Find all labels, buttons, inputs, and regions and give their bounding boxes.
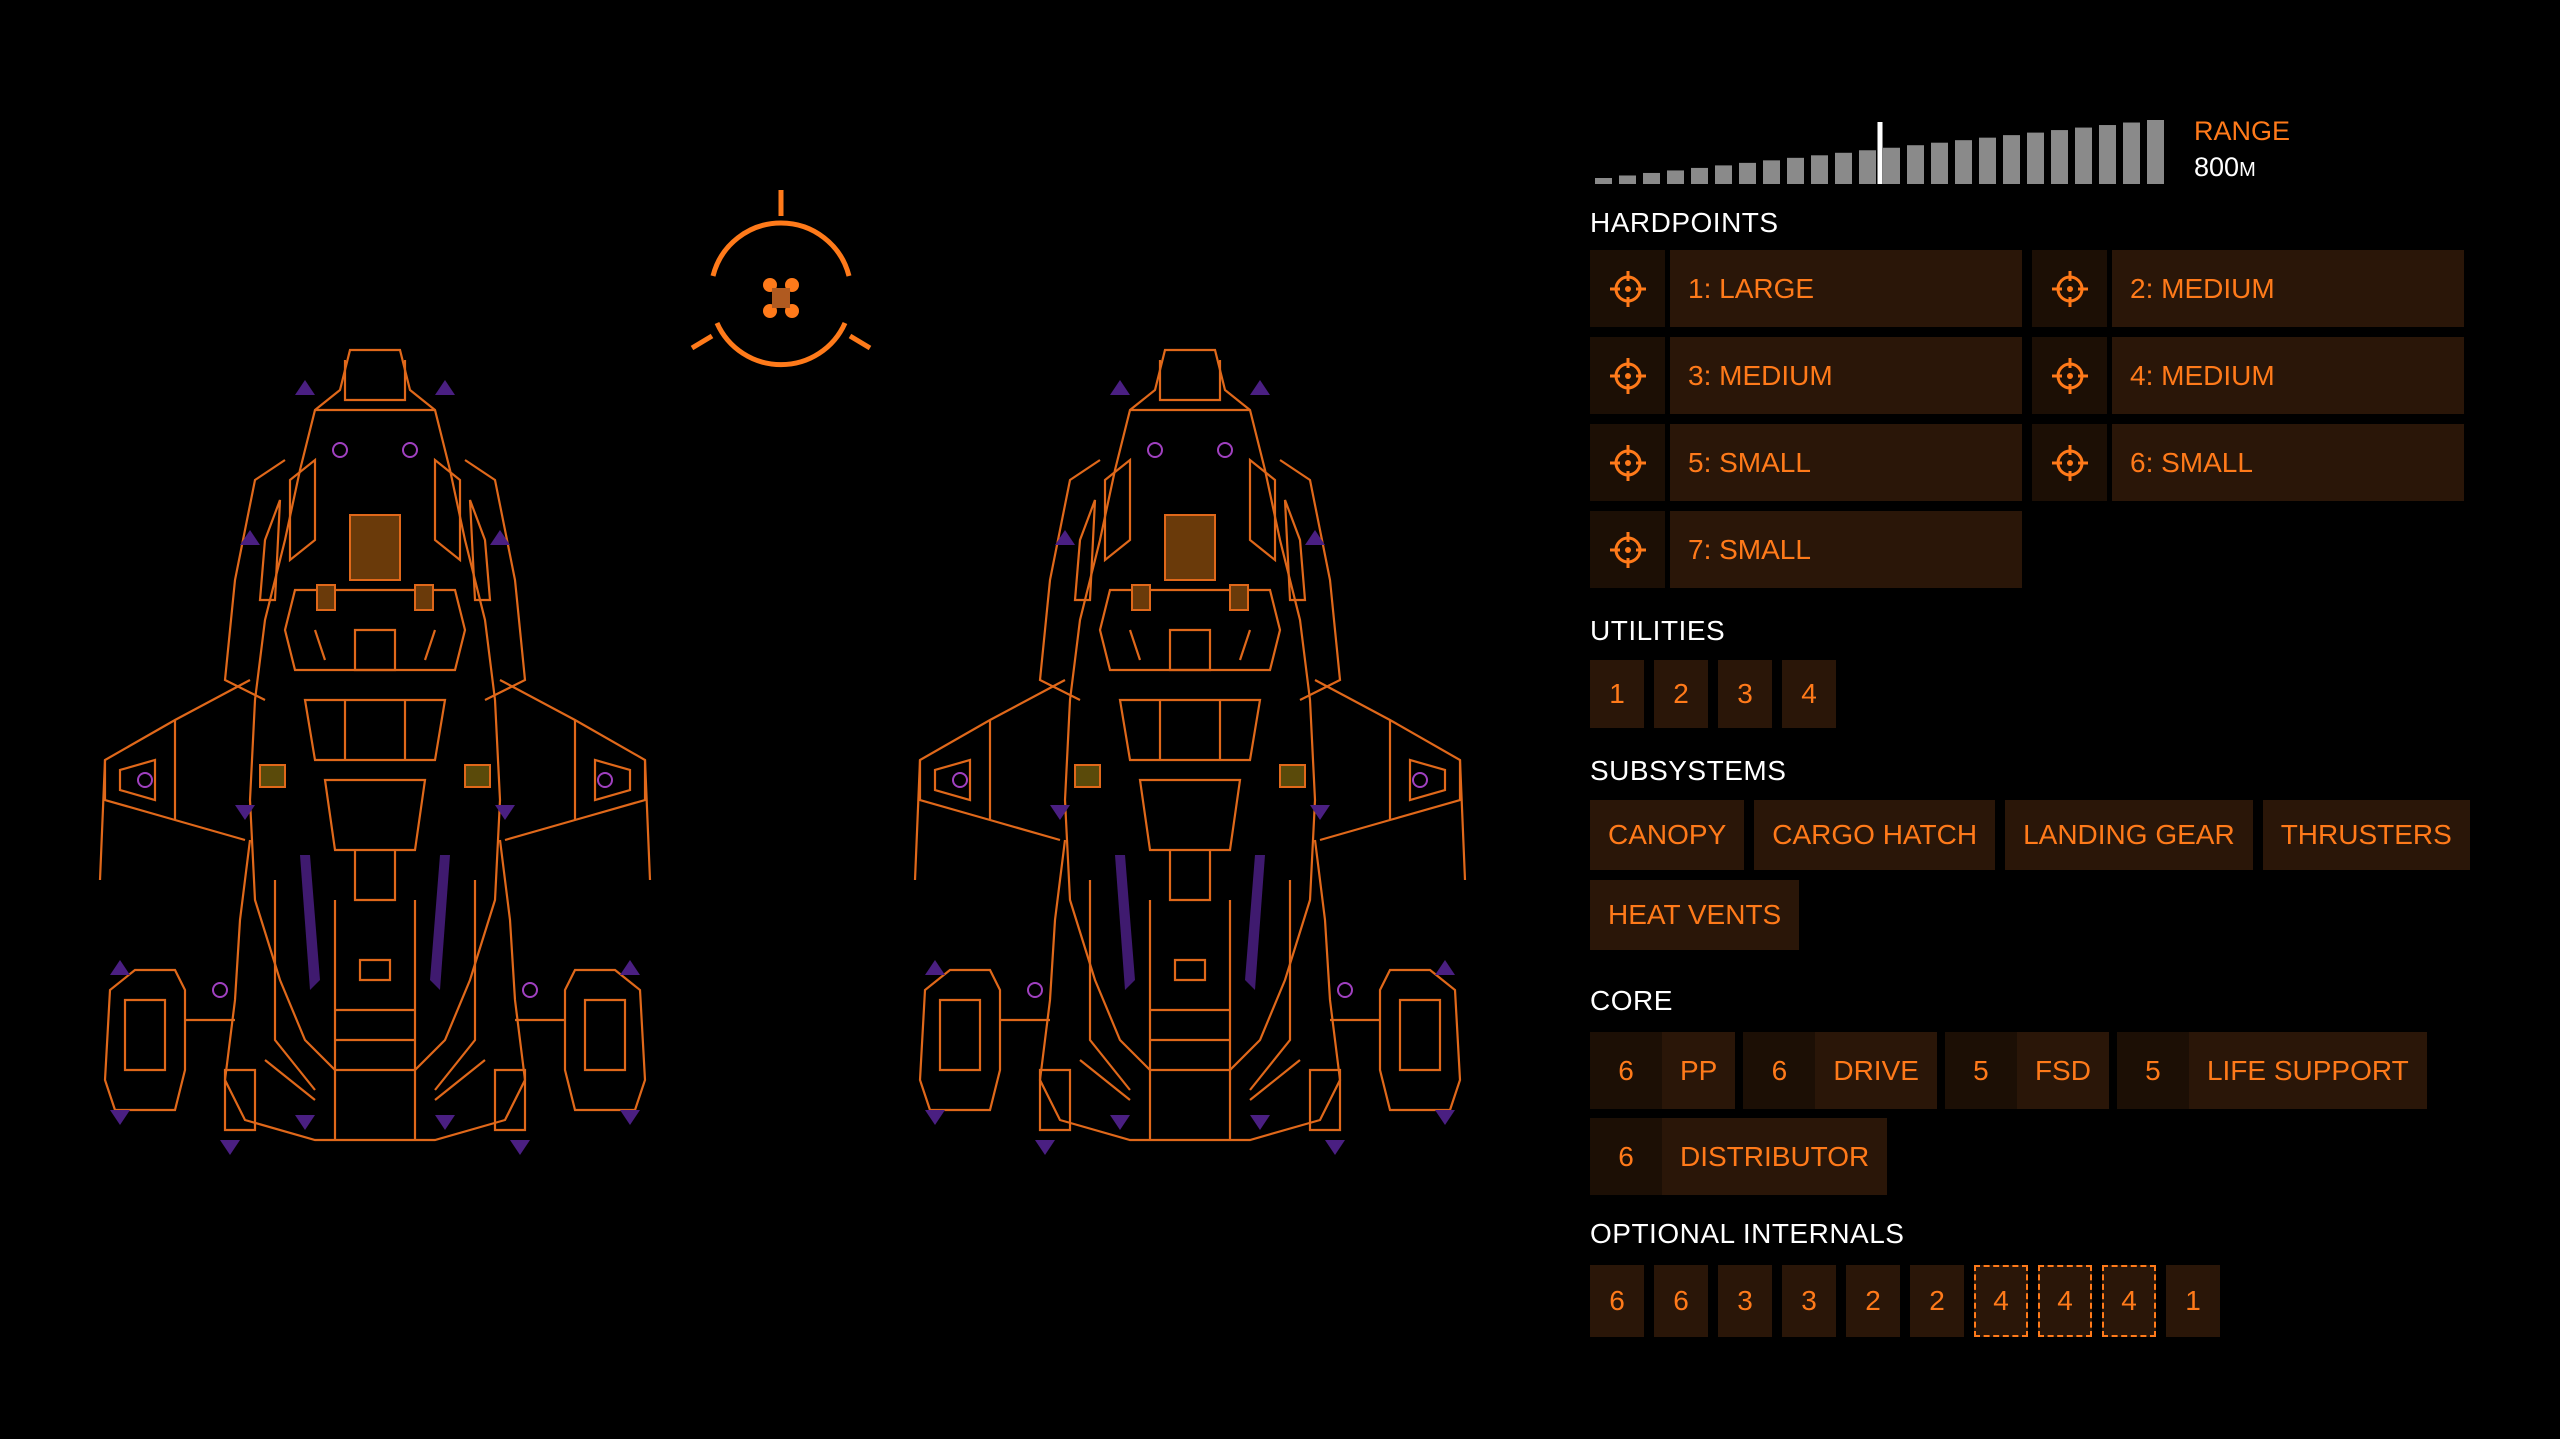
crosshair-icon <box>2032 250 2107 327</box>
utility-slot[interactable]: 3 <box>1718 660 1772 728</box>
range-bar <box>1739 162 1756 184</box>
range-bar <box>1907 145 1924 184</box>
range-bar <box>1883 147 1900 184</box>
range-bar <box>2075 127 2092 184</box>
range-bar <box>1643 172 1660 184</box>
core-name: FSD <box>2016 1032 2109 1109</box>
core-size: 6 <box>1590 1118 1662 1195</box>
optional-internal-slot[interactable]: 2 <box>1846 1265 1900 1337</box>
range-bar <box>1691 167 1708 184</box>
optional-internal-slot[interactable]: 1 <box>2166 1265 2220 1337</box>
range-bar <box>1619 175 1636 184</box>
crosshair-icon <box>1590 511 1665 588</box>
range-bar <box>2099 125 2116 184</box>
subsystem-heat-vents[interactable]: HEAT VENTS <box>1590 880 1800 950</box>
optional-internal-slot[interactable]: 4 <box>1974 1265 2028 1337</box>
crosshair-icon <box>1590 424 1665 501</box>
range-bar <box>2003 135 2020 184</box>
target-ring-icon <box>690 190 872 368</box>
hardpoint-slot[interactable]: 7: SMALL <box>1590 511 2022 588</box>
range-bar <box>1763 160 1780 184</box>
subsystems-title: SUBSYSTEMS <box>1590 755 1787 786</box>
range-bar <box>1667 170 1684 184</box>
core-size: 5 <box>1944 1032 2017 1109</box>
range-bar <box>1859 150 1876 184</box>
core-name: DISTRIBUTOR <box>1662 1118 1888 1195</box>
hardpoints-grid: 1: LARGE 2: MEDIUM 3: MEDIUM 4: MEDIUM 5: SM… <box>1590 250 2470 588</box>
optional-internal-slot[interactable]: 3 <box>1718 1265 1772 1337</box>
subsystem-thrusters[interactable]: THRUSTERS <box>2262 800 2470 870</box>
optional-internal-slot[interactable]: 2 <box>1910 1265 1964 1337</box>
range-bar <box>2147 120 2164 184</box>
hardpoint-label: 5: SMALL <box>1670 424 2022 501</box>
range-bar <box>1715 165 1732 184</box>
hardpoint-slot[interactable]: 5: SMALL <box>1590 424 2022 501</box>
range-bar <box>1811 155 1828 184</box>
hardpoint-label: 6: SMALL <box>2112 424 2464 501</box>
range-label: RANGE <box>2194 116 2291 146</box>
utilities-title: UTILITIES <box>1590 615 1726 646</box>
hardpoint-slot[interactable]: 3: MEDIUM <box>1590 337 2022 414</box>
hardpoint-label: 1: LARGE <box>1670 250 2022 327</box>
hardpoint-label: 2: MEDIUM <box>2112 250 2464 327</box>
range-control[interactable]: RANGE 800M <box>1590 110 2470 190</box>
range-bar <box>2027 132 2044 184</box>
hardpoint-slot[interactable]: 6: SMALL <box>2032 424 2464 501</box>
core-size: 6 <box>1590 1032 1662 1109</box>
utility-slot[interactable]: 2 <box>1654 660 1708 728</box>
core-size: 5 <box>2116 1032 2189 1109</box>
range-marker[interactable] <box>1877 122 1883 184</box>
subsystem-canopy[interactable]: CANOPY <box>1590 800 1745 870</box>
hardpoint-label: 7: SMALL <box>1670 511 2022 588</box>
utility-slot[interactable]: 4 <box>1782 660 1836 728</box>
range-bar <box>1835 152 1852 184</box>
core-name: LIFE SUPPORT <box>2188 1032 2427 1109</box>
range-value: 800M <box>2194 152 2256 182</box>
subsystem-landing-gear[interactable]: LANDING GEAR <box>2005 800 2253 870</box>
utility-slot[interactable]: 1 <box>1590 660 1644 728</box>
core-size: 6 <box>1743 1032 1816 1109</box>
range-bar <box>1787 157 1804 184</box>
hardpoint-slot[interactable]: 1: LARGE <box>1590 250 2022 327</box>
range-bar <box>1955 140 1972 184</box>
optional-internal-slot[interactable]: 4 <box>2038 1265 2092 1337</box>
core-name: PP <box>1662 1032 1736 1109</box>
optional-internal-slot[interactable]: 3 <box>1782 1265 1836 1337</box>
optional-internal-slot[interactable]: 4 <box>2102 1265 2156 1337</box>
hardpoint-label: 3: MEDIUM <box>1670 337 2022 414</box>
range-bar <box>1595 178 1612 184</box>
range-scale[interactable] <box>1590 110 2180 190</box>
hardpoints-title: HARDPOINTS <box>1590 207 1779 238</box>
crosshair-icon <box>1590 337 1665 414</box>
range-bar <box>1931 142 1948 184</box>
optional-internal-slot[interactable]: 6 <box>1654 1265 1708 1337</box>
optional-internals-title: OPTIONAL INTERNALS <box>1590 1218 1905 1249</box>
hardpoint-label: 4: MEDIUM <box>2112 337 2464 414</box>
loadout-panel: RANGE 800M HARDPOINTS 1: LARGE 2: MEDIUM 3… <box>1590 110 2470 1337</box>
optional-internal-slot[interactable]: 6 <box>1590 1265 1644 1337</box>
crosshair-icon <box>2032 424 2107 501</box>
subsystem-cargo-hatch[interactable]: CARGO HATCH <box>1754 800 1996 870</box>
crosshair-icon <box>1590 250 1665 327</box>
range-bar <box>2123 122 2140 184</box>
core-name: DRIVE <box>1815 1032 1937 1109</box>
range-bar <box>1979 137 1996 184</box>
hardpoint-slot[interactable]: 2: MEDIUM <box>2032 250 2464 327</box>
core-title: CORE <box>1590 985 1673 1016</box>
hardpoint-slot[interactable]: 4: MEDIUM <box>2032 337 2464 414</box>
range-bar <box>2051 130 2068 184</box>
crosshair-icon <box>2032 337 2107 414</box>
